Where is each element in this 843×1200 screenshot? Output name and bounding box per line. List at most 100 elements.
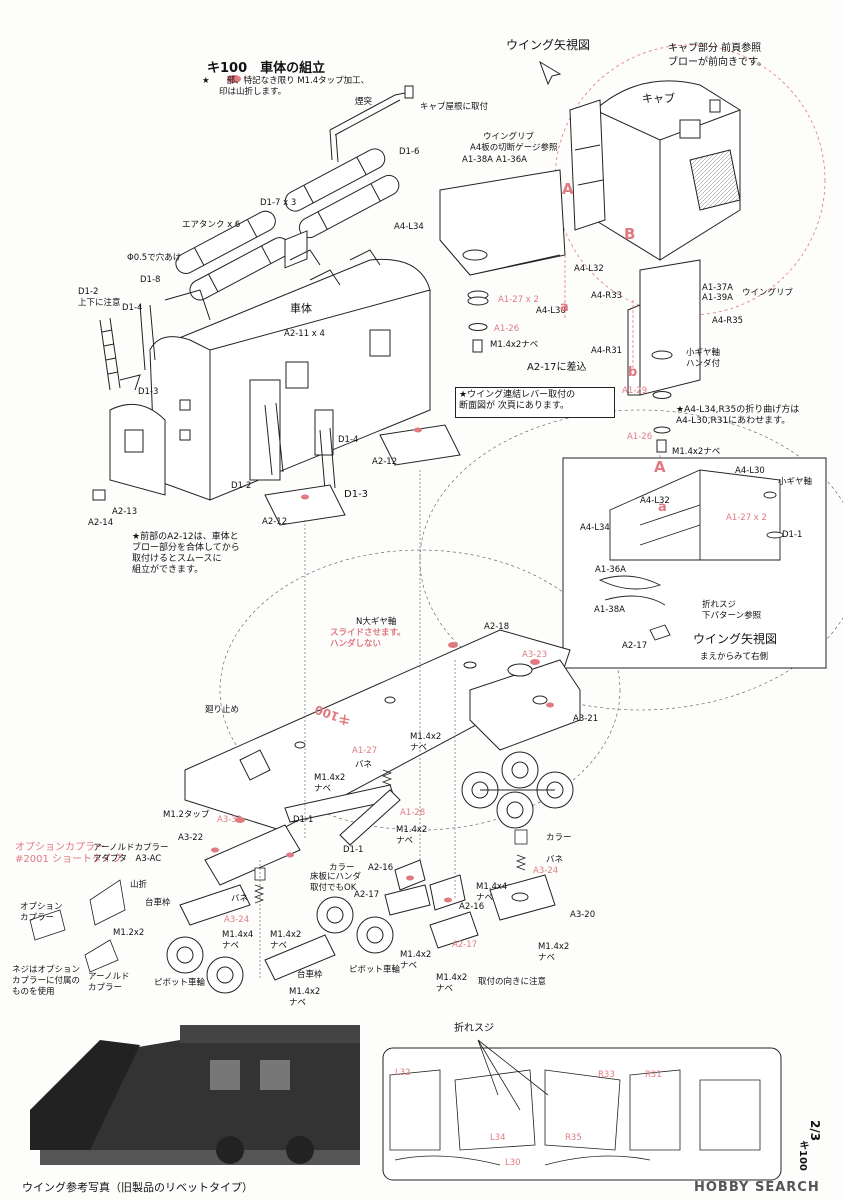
label-d1-4b: D1-4 — [338, 435, 359, 445]
chassis-mount-dir: 取付の向きに注意 — [478, 977, 547, 987]
chassis-m14x2-h: M1.4x2 ナベ — [289, 987, 321, 1008]
brackets — [384, 859, 556, 949]
chassis-m14x2-f: M1.4x2 ナベ — [436, 973, 468, 994]
chassis-a3-33: A3-33 — [217, 815, 243, 825]
chassis-pivot-wheel-b: ピボット車輪 — [349, 965, 401, 975]
label-a2-12a: A2-12 — [262, 517, 288, 527]
lever-note-box: ★ウイング連結レバー取付の 断面図が 次頁にあります。 — [455, 387, 615, 418]
chassis-collar-b: カラー — [546, 833, 572, 843]
label-d1-2b: D1-2 — [231, 481, 252, 491]
label-a4-l30: A4-L30 — [536, 306, 566, 316]
label-a2-13: A2-13 — [112, 507, 138, 517]
coupler-arnold: アーノルド カプラー — [88, 972, 130, 993]
label-a2-11x4: A2-11 x 4 — [284, 329, 325, 339]
wing-left-part — [439, 169, 566, 276]
chassis-a3-20: A3-20 — [570, 910, 596, 920]
sheet-r33: R33 — [598, 1070, 615, 1080]
label-m14x2: M1.4x2ナベ — [490, 340, 539, 350]
label-a4-l32: A4-L32 — [574, 264, 604, 274]
chimney-part — [329, 85, 414, 163]
wing-right-part — [627, 259, 701, 396]
label-d1-8: D1-8 — [140, 275, 161, 285]
bend-note: ★A4-L34,R35の折り曲げ方は A4-L30,R31にあわせます。 — [676, 405, 800, 426]
inset-marker-A: A — [654, 458, 666, 476]
chassis-m14x2-g: M1.4x2 ナベ — [270, 930, 302, 951]
label-small-gear: 小ギヤ軸 ハンダ付 — [686, 348, 721, 369]
label-hole-05: Φ0.5で穴あけ — [127, 253, 182, 263]
dashed-guides — [259, 470, 456, 980]
chassis-a2-16b: A2-16 — [459, 902, 485, 912]
sheet-l32: L32 — [395, 1068, 411, 1078]
inset-title: ウイング矢視図 — [693, 632, 778, 646]
chassis-a1-27: A1-27 — [352, 746, 378, 756]
label-cab: キャブ — [642, 92, 675, 105]
chassis-m14x2-c: M1.4x2 ナベ — [396, 825, 428, 846]
label-d1-3b: D1-3 — [344, 489, 369, 500]
label-d1-3a: D1-3 — [138, 387, 159, 397]
etched-sheet-parts — [389, 1069, 761, 1166]
chassis-spring-c: バネ — [546, 855, 564, 865]
reference-photo — [18, 1022, 373, 1182]
inset-a4-l34: A4-L34 — [580, 523, 610, 533]
inset-a1-27x2: A1-27 x 2 — [726, 513, 767, 523]
car-body — [149, 230, 431, 501]
inset-small-gear: 小ギヤ軸 — [778, 477, 813, 487]
label-a4-r35: A4-R35 — [712, 316, 744, 326]
sheet-fold-line: 折れスジ — [454, 1023, 494, 1034]
screws-washers — [467, 290, 672, 453]
label-a2-14: A2-14 — [88, 518, 114, 528]
marker-a: a — [560, 300, 569, 315]
inset-fold-note: 折れスジ 下パターン参照 — [702, 600, 762, 621]
chassis-a2-16a: A2-16 — [368, 863, 394, 873]
chassis-a2-17b: A2-17 — [452, 940, 478, 950]
chassis-solder-note: 床板にハンダ 取付でもOK — [310, 872, 362, 893]
rear-bogie-frame — [469, 659, 581, 751]
label-a4-r31: A4-R31 — [591, 346, 623, 356]
chassis-slide-note: スライドさせます。 ハンダしない — [330, 628, 406, 649]
inset-a4-l32: A4-L32 — [640, 496, 670, 506]
floor-plates — [264, 424, 461, 526]
chassis-bogie-frame-a: 台車枠 — [145, 898, 171, 908]
inset-a4-l30: A4-L30 — [735, 466, 765, 476]
product-name: キ100 — [797, 1140, 808, 1171]
label-air-tank: エアタンク x 6 — [182, 220, 241, 230]
fold-arrows — [477, 1039, 549, 1111]
title-note-2: 印は山折します。 — [202, 87, 287, 97]
label-inset-a1-26: A1-26 — [627, 432, 653, 442]
chassis-m14x2-b: M1.4x2 ナベ — [314, 773, 346, 794]
wing-view-heading: ウイング矢視図 — [506, 38, 591, 52]
inset-a1-36a: A1-36A — [595, 565, 626, 575]
label-d1-6: D1-6 — [399, 147, 420, 157]
label-a1-37a: A1-37A — [702, 283, 733, 293]
chassis-m14x4-a: M1.4x4 ナベ — [476, 882, 508, 903]
label-cab-roof: キャブ屋根に取付 — [420, 102, 489, 112]
label-a1-26: A1-26 — [494, 324, 520, 334]
lever-note: ★ウイング連結レバー取付の 断面図が 次頁にあります。 — [459, 390, 576, 411]
chassis-spring-a: バネ — [355, 760, 373, 770]
marker-A: A — [562, 180, 574, 198]
chassis-a3-24a: A3-24 — [224, 915, 250, 925]
sheet-r35: R35 — [565, 1133, 582, 1143]
chassis-n-gear: N大ギヤ軸 — [356, 617, 397, 627]
coupler-parts — [29, 879, 126, 973]
chassis-m14x2-a: M1.4x2 ナベ — [410, 732, 442, 753]
label-a4-l34: A4-L34 — [394, 222, 424, 232]
label-wing-grip-right: ウイングリブ — [742, 288, 794, 298]
chassis-a3-23: A3-23 — [522, 650, 548, 660]
chassis-d1-1a: D1-1 — [293, 815, 314, 825]
view-arrow-icon — [539, 60, 562, 86]
label-d1-2-top: D1-2 上下に注意 — [78, 287, 121, 308]
coupler-option-title: オプションカプラー #2001 ショートタイプ — [15, 842, 123, 865]
chassis-a3-24b: A3-24 — [533, 866, 559, 876]
front-end-part — [92, 403, 166, 501]
chassis-guide-circle — [219, 549, 621, 831]
label-a1-36a: A1-36A — [496, 155, 527, 165]
inset-marker-a: a — [658, 500, 667, 515]
inset-d1-1: D1-1 — [782, 530, 803, 540]
chassis-m12-tap: M1.2タップ — [163, 810, 210, 820]
marker-B: B — [624, 225, 636, 243]
label-a1-29: A1-29 — [622, 386, 648, 396]
chassis-a1-28: A1-28 — [400, 808, 426, 818]
coupler-m12x2: M1.2x2 — [113, 928, 145, 938]
